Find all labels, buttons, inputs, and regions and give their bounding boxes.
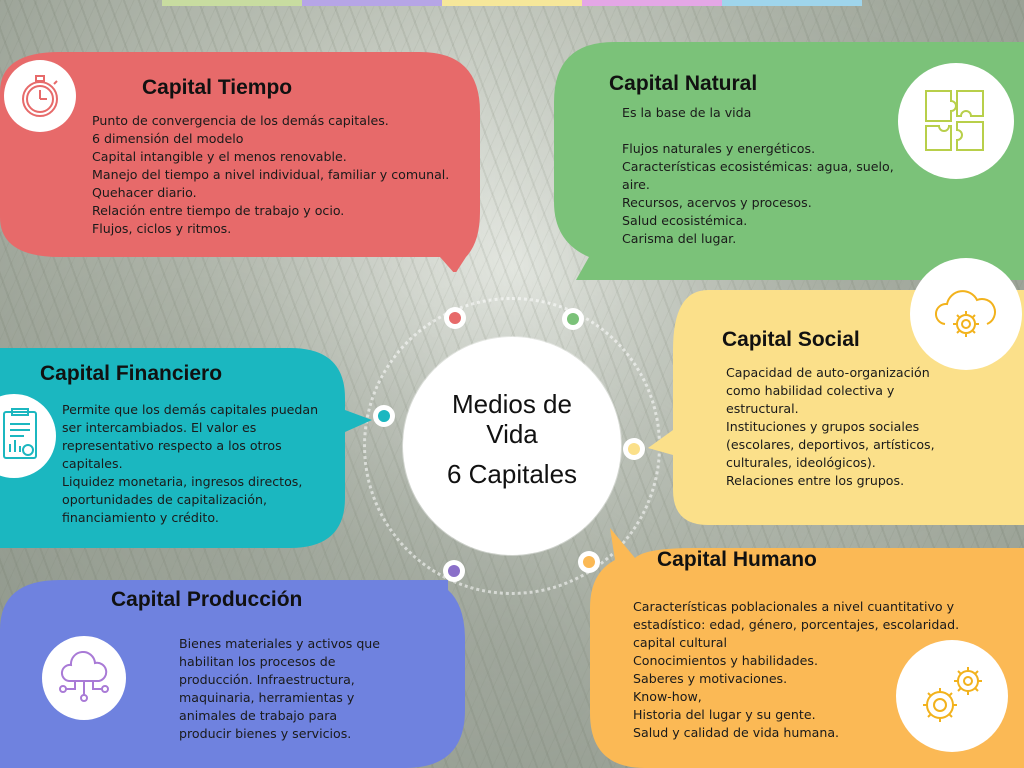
humano-connector-dot bbox=[578, 551, 600, 573]
tiempo-connector-dot bbox=[444, 307, 466, 329]
capital-financiero-bubble: Capital Financiero Permite que los demás… bbox=[0, 348, 372, 553]
capital-produccion-bubble: Capital Producción Bienes materiales y a… bbox=[0, 580, 470, 768]
natural-connector-dot bbox=[562, 308, 584, 330]
social-title: Capital Social bbox=[722, 328, 860, 351]
tiempo-text: Punto de convergencia de los demás capit… bbox=[92, 113, 450, 236]
capital-tiempo-bubble: Capital Tiempo Punto de convergencia de … bbox=[0, 52, 500, 272]
financiero-bubble-shape bbox=[0, 348, 372, 548]
tiempo-title: Capital Tiempo bbox=[142, 76, 293, 99]
puzzle-icon bbox=[898, 63, 1014, 179]
center-title: Medios de Vida bbox=[452, 389, 572, 449]
social-connector-dot bbox=[623, 438, 645, 460]
financial-report-icon bbox=[0, 394, 56, 478]
center-circle: Medios de Vida 6 Capitales bbox=[403, 337, 621, 555]
financiero-connector-dot bbox=[373, 405, 395, 427]
humano-title: Capital Humano bbox=[657, 548, 817, 571]
tiempo-bubble-shape bbox=[0, 52, 480, 272]
cloud-network-icon bbox=[42, 636, 126, 720]
produccion-title: Capital Producción bbox=[111, 588, 303, 611]
center-subtitle: 6 Capitales bbox=[446, 459, 578, 489]
stopwatch-icon bbox=[4, 60, 76, 132]
produccion-connector-dot bbox=[443, 560, 465, 582]
produccion-bubble-shape bbox=[0, 580, 465, 768]
cloud-gear-icon bbox=[910, 258, 1022, 370]
humano-text: Características poblacionales a nivel cu… bbox=[633, 599, 960, 740]
financiero-title: Capital Financiero bbox=[40, 362, 223, 385]
gears-icon bbox=[896, 640, 1008, 752]
natural-title: Capital Natural bbox=[609, 72, 758, 95]
top-color-bar bbox=[162, 0, 862, 6]
